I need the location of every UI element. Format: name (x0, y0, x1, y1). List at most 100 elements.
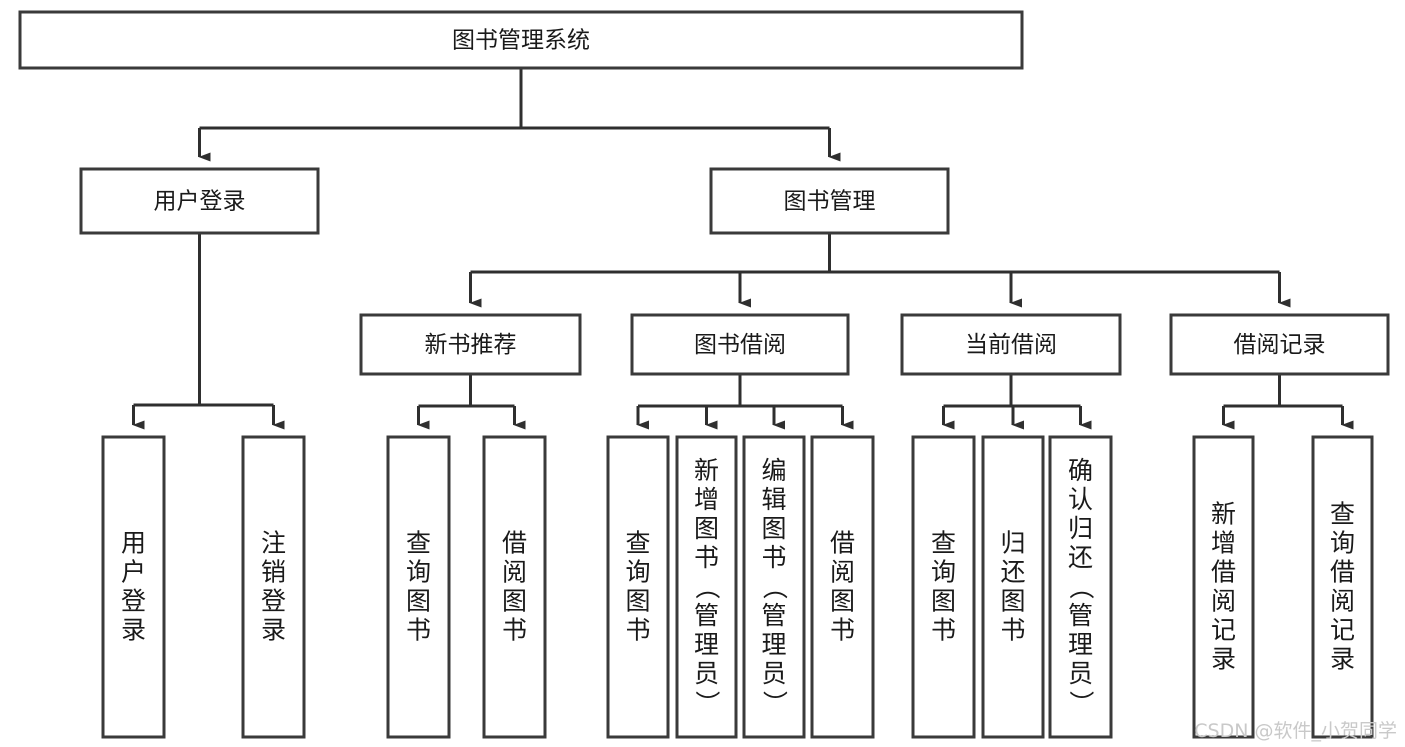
node-label-char: 归 (1000, 529, 1025, 558)
node-label-char: 登 (261, 587, 286, 616)
node-label-char: 查 (931, 529, 956, 558)
node-box (1311, 435, 1374, 739)
node-label-char: 还 (1000, 558, 1025, 587)
node-leaf2[interactable]: 注销登录注销登录 (241, 435, 306, 739)
node-label: 新书推荐 (425, 332, 517, 358)
node-label-char: 记 (1330, 616, 1355, 645)
node-label-char: 理 (1068, 630, 1093, 659)
edge-group-records (1222, 374, 1354, 430)
node-label-char: 辑 (761, 485, 786, 514)
node-label-char: 录 (121, 616, 146, 645)
node-label-char: 阅 (830, 558, 855, 587)
node-label-char: 注 (261, 529, 286, 558)
edge-group-borrow (636, 374, 854, 430)
node-label: 借阅记录 (1234, 332, 1326, 358)
node-leaf8[interactable]: 借阅图书借阅图书 (810, 435, 875, 739)
node-label-char: 书 (694, 543, 719, 572)
node-box (630, 313, 850, 376)
node-label-char: 书 (931, 616, 956, 645)
node-label-char: 理 (694, 630, 719, 659)
node-label-char: 理 (761, 630, 786, 659)
node-label-char: 借 (502, 529, 527, 558)
node-label: 图书借阅 (694, 332, 786, 358)
node-leaf5[interactable]: 查询图书查询图书 (606, 435, 670, 739)
node-label-char: 询 (406, 558, 431, 587)
node-layer: 图书管理系统用户登录图书管理新书推荐图书借阅当前借阅借阅记录用户登录用户登录注销… (18, 10, 1390, 739)
node-label-char: 借 (830, 529, 855, 558)
node-box (810, 435, 875, 739)
node-leaf4[interactable]: 借阅图书借阅图书 (482, 435, 547, 739)
node-current[interactable]: 当前借阅 (900, 313, 1122, 376)
node-label-char: 认 (1068, 485, 1093, 514)
edge-group-root (198, 68, 841, 162)
node-box (1169, 313, 1390, 376)
node-label-char: 书 (1000, 616, 1025, 645)
node-label-char: 借 (1330, 558, 1355, 587)
node-label-char: 书 (406, 616, 431, 645)
node-label-char: 归 (1068, 514, 1093, 543)
node-label-char: ） (1066, 690, 1095, 715)
node-box (386, 435, 451, 739)
node-box (742, 435, 806, 739)
node-label-char: 图 (931, 587, 956, 616)
edge-group-current (942, 374, 1092, 430)
node-box (101, 435, 166, 739)
node-label-char: （ (692, 574, 721, 599)
node-label-char: 借 (1211, 558, 1236, 587)
node-label-char: 新 (1211, 500, 1236, 529)
node-label-char: 录 (1211, 645, 1236, 674)
edge-group-newbook (417, 374, 526, 430)
node-records[interactable]: 借阅记录 (1169, 313, 1390, 376)
node-box (18, 10, 1024, 70)
node-login[interactable]: 用户登录 (79, 167, 320, 235)
node-leaf1[interactable]: 用户登录用户登录 (101, 435, 166, 739)
node-box (1192, 435, 1255, 739)
node-label-char: 图 (406, 587, 431, 616)
node-label-char: 管 (694, 601, 719, 630)
node-label-char: 图 (625, 587, 650, 616)
node-newbook[interactable]: 新书推荐 (359, 313, 582, 376)
node-label-char: 书 (830, 616, 855, 645)
node-label-char: 录 (261, 616, 286, 645)
node-box (709, 167, 950, 235)
node-borrow[interactable]: 图书借阅 (630, 313, 850, 376)
node-label-char: （ (1066, 574, 1095, 599)
node-label: 图书管理 (784, 189, 876, 215)
node-label: 当前借阅 (965, 332, 1057, 358)
edge-layer (132, 68, 1354, 430)
node-label-char: 查 (625, 529, 650, 558)
node-leaf3[interactable]: 查询图书查询图书 (386, 435, 451, 739)
node-leaf13[interactable]: 查询借阅记录查询借阅记录 (1311, 435, 1374, 739)
node-label-char: 书 (625, 616, 650, 645)
node-label-char: 记 (1211, 616, 1236, 645)
node-label-char: 登 (121, 587, 146, 616)
node-label-char: 查 (406, 529, 431, 558)
node-label-char: 用 (121, 529, 146, 558)
node-label-char: ） (692, 690, 721, 715)
node-root[interactable]: 图书管理系统 (18, 10, 1024, 70)
node-leaf10[interactable]: 归还图书归还图书 (981, 435, 1045, 739)
node-label-char: 增 (694, 485, 719, 514)
node-label-char: 确 (1068, 456, 1093, 485)
node-label-char: ） (760, 690, 789, 715)
node-leaf9[interactable]: 查询图书查询图书 (911, 435, 976, 739)
node-label-char: 户 (121, 558, 146, 587)
node-box (900, 313, 1122, 376)
node-bookmgmt[interactable]: 图书管理 (709, 167, 950, 235)
node-label: 用户登录 (154, 189, 246, 215)
node-label-char: 管 (761, 601, 786, 630)
edge-group-bookmgmt (469, 233, 1291, 308)
edge-group-login (132, 233, 285, 430)
node-label-char: 新 (694, 456, 719, 485)
node-label-char: 询 (931, 558, 956, 587)
node-leaf12[interactable]: 新增借阅记录新增借阅记录 (1192, 435, 1255, 739)
node-label-char: 书 (502, 616, 527, 645)
node-label-char: 图 (761, 514, 786, 543)
node-label-char: （ (760, 574, 789, 599)
node-label-char: 员 (761, 659, 786, 688)
node-label-char: 图 (502, 587, 527, 616)
